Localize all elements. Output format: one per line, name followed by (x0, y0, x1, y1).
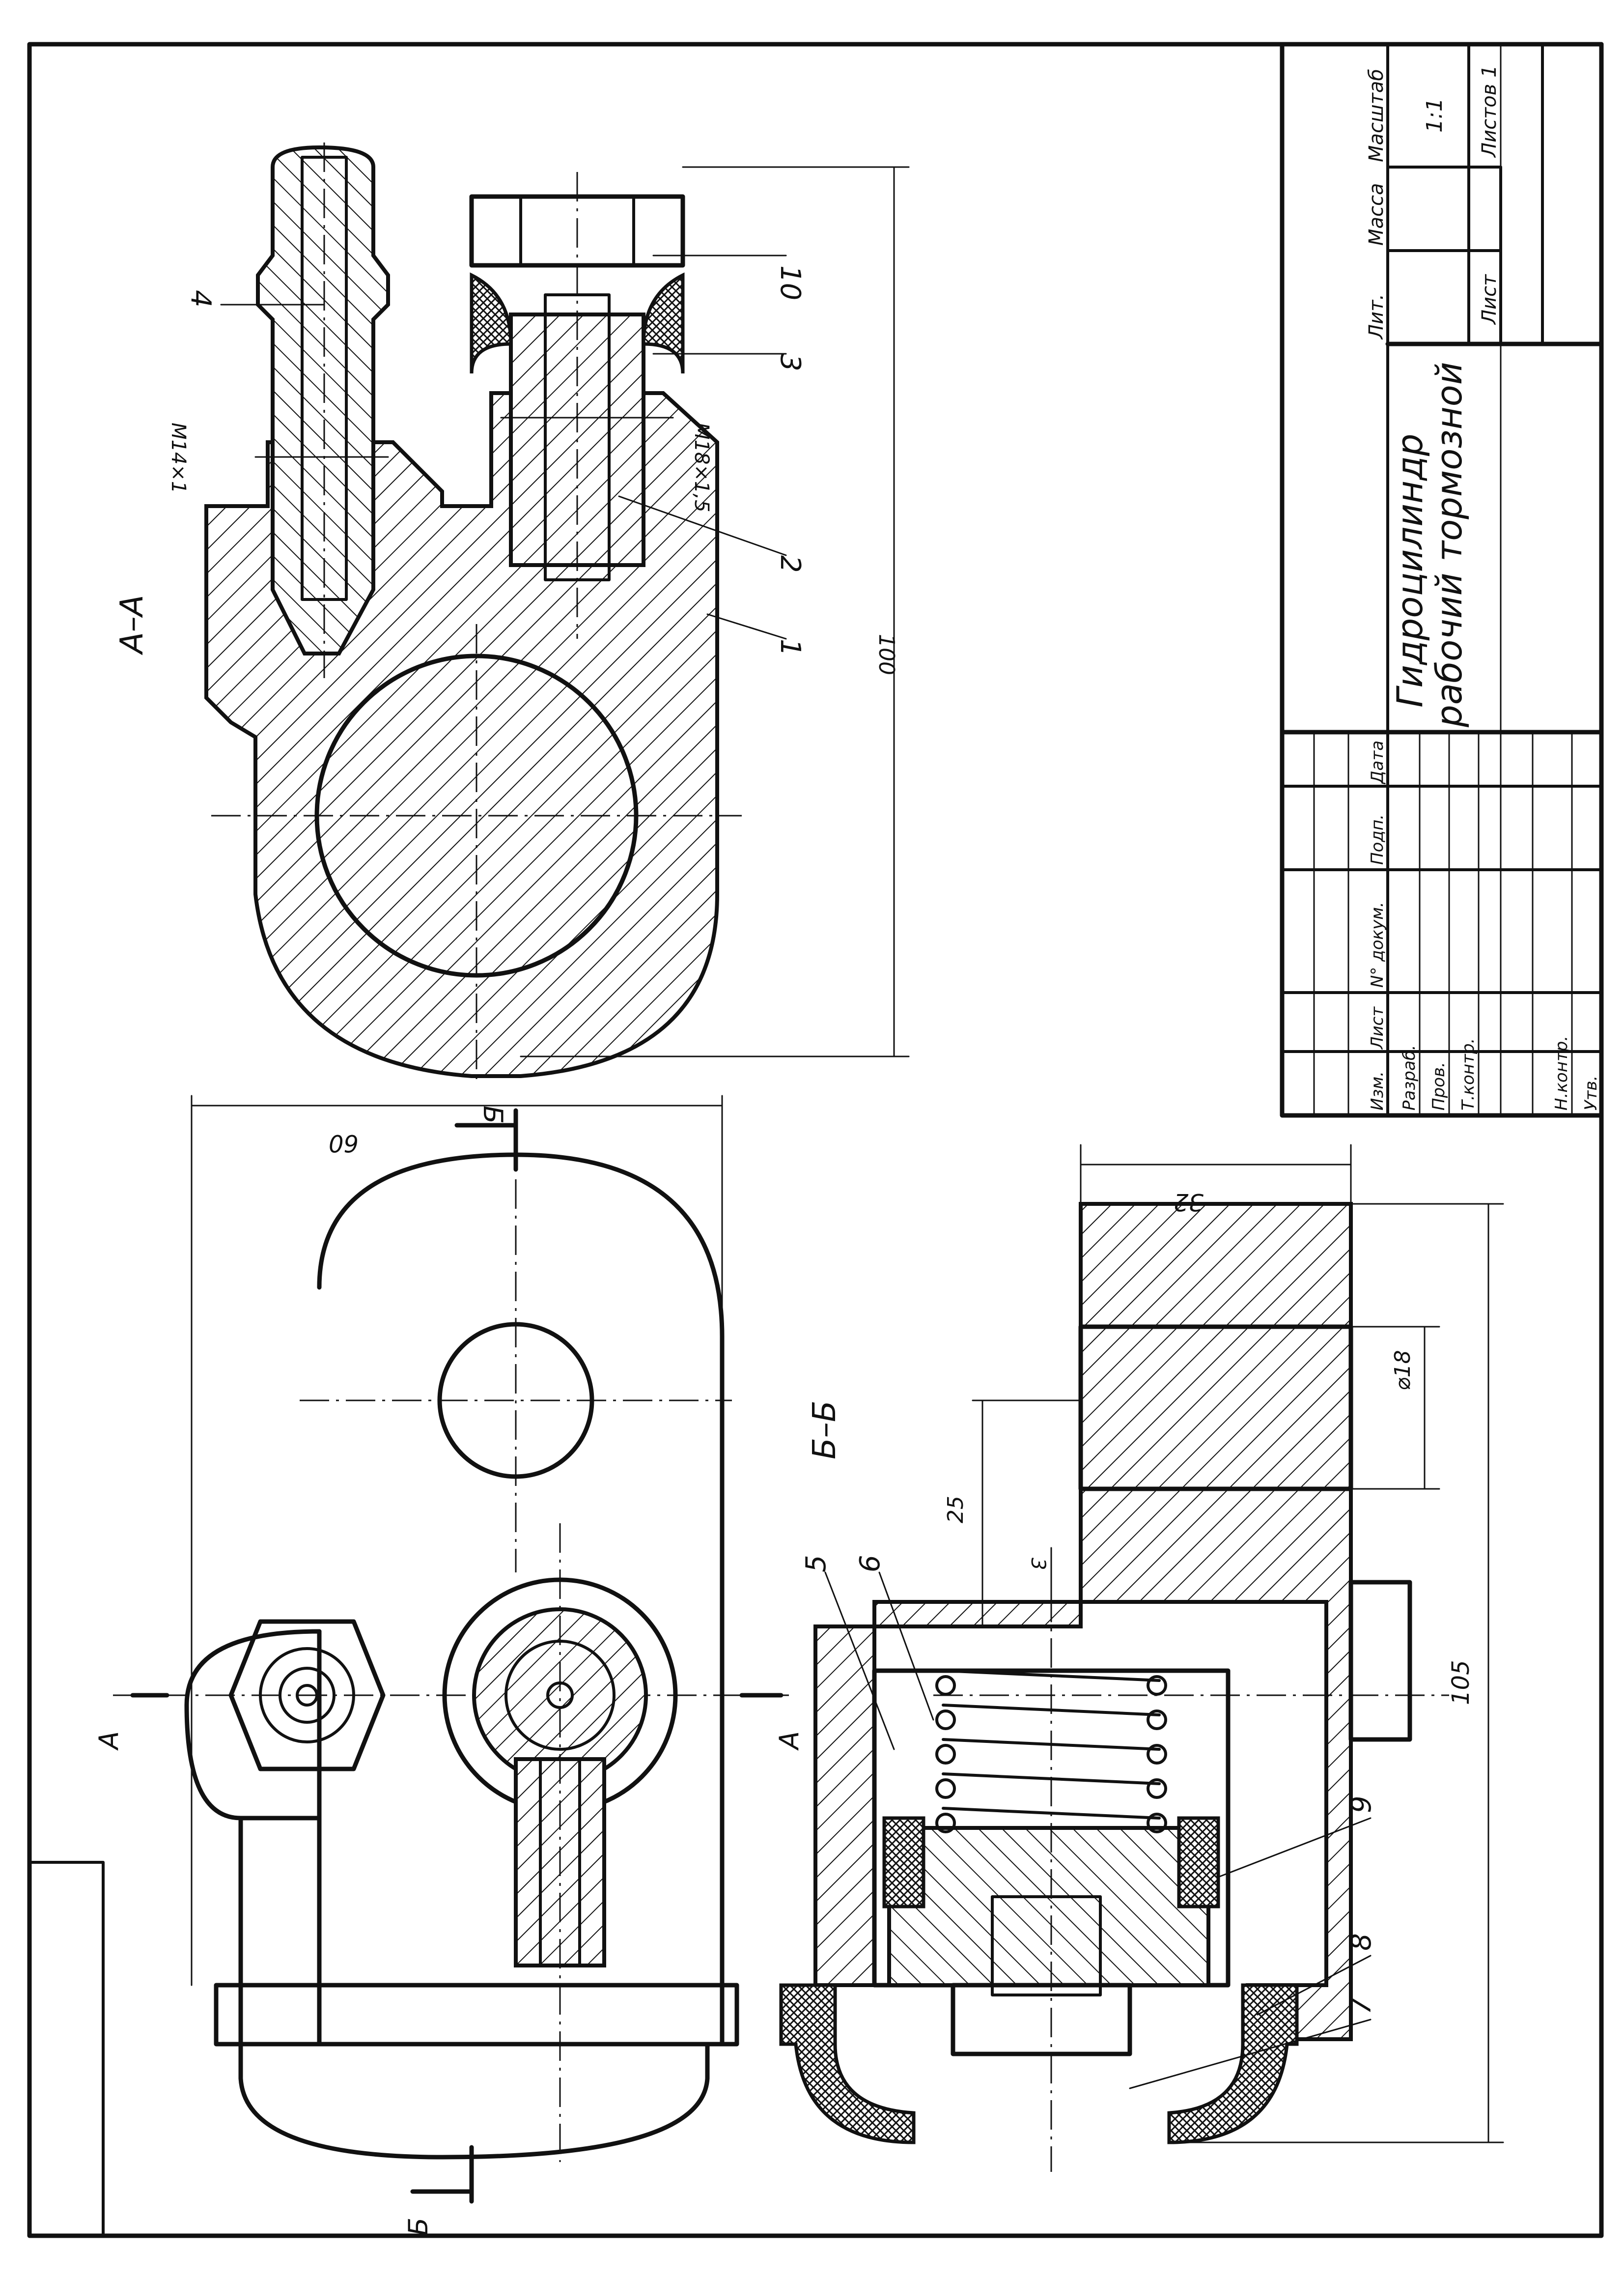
role-tkontr: Т.контр. (1458, 1038, 1478, 1111)
header-scale: Масштаб (1365, 69, 1388, 162)
title-block: Гидроцилиндр рабочий тормозной Лит. Масс… (1280, 42, 1604, 1118)
title-line1: Гидроцилиндр (1389, 433, 1430, 708)
rev-doc: N° докум. (1368, 902, 1387, 988)
rev-list: Лист (1368, 1006, 1387, 1050)
callout-7: 7 (1345, 1997, 1377, 2015)
main-view: 60 Б Б А А (93, 1095, 805, 2236)
cut-b-top: Б (477, 1106, 508, 1124)
margin-box (28, 1861, 105, 2237)
dim-offset-3: 3 (1027, 1558, 1049, 1570)
cut-b-bottom: Б (403, 2218, 434, 2236)
callout-3: 3 (774, 354, 806, 371)
callout-10: 10 (774, 265, 806, 300)
cut-a-right: А (774, 1731, 805, 1751)
section-bb: Б–Б 32 ⌀18 (779, 1144, 1504, 2172)
sheet-label: Лист (1478, 274, 1501, 325)
section-aa-label: А–А (114, 595, 150, 655)
section-aa: А–А 100 M14×1 M18×1,5 4 10 (114, 142, 910, 1081)
header-lit: Лит. (1365, 294, 1388, 340)
dim-thread-large: M18×1,5 (690, 423, 713, 513)
callout-1: 1 (774, 639, 806, 656)
header-mass: Масса (1365, 183, 1388, 246)
callout-6: 6 (854, 1555, 886, 1572)
role-nkontr: Н.контр. (1552, 1036, 1571, 1111)
title-line2: рабочий тормозной (1428, 362, 1470, 728)
outer-frame (27, 42, 1604, 2238)
role-razrab: Разраб. (1400, 1045, 1419, 1111)
callout-9: 9 (1345, 1795, 1377, 1813)
role-utv: Утв. (1581, 1076, 1601, 1111)
sheets-label: Листов 1 (1478, 65, 1501, 158)
dim-width: 60 (329, 1129, 359, 1157)
rev-izm: Изм. (1368, 1071, 1387, 1111)
dim-length: 105 (1447, 1660, 1475, 1705)
dim-offset-25: 25 (943, 1496, 968, 1523)
role-prov: Пров. (1429, 1062, 1449, 1111)
scale-value: 1:1 (1422, 98, 1447, 133)
dim-bore-dia: ⌀18 (1390, 1350, 1415, 1391)
rev-date: Дата (1368, 741, 1387, 785)
section-bb-label: Б–Б (807, 1400, 843, 1459)
dim-aa-height: 100 (874, 634, 899, 675)
callout-8: 8 (1345, 1933, 1377, 1951)
callout-5: 5 (800, 1555, 832, 1572)
rev-sign: Подп. (1368, 814, 1387, 865)
callout-4: 4 (185, 290, 217, 308)
callout-2: 2 (774, 555, 806, 573)
dim-bb-depth: 32 (1174, 1188, 1204, 1216)
dim-thread-small: M14×1 (167, 423, 190, 493)
cut-a-left: А (93, 1731, 124, 1751)
